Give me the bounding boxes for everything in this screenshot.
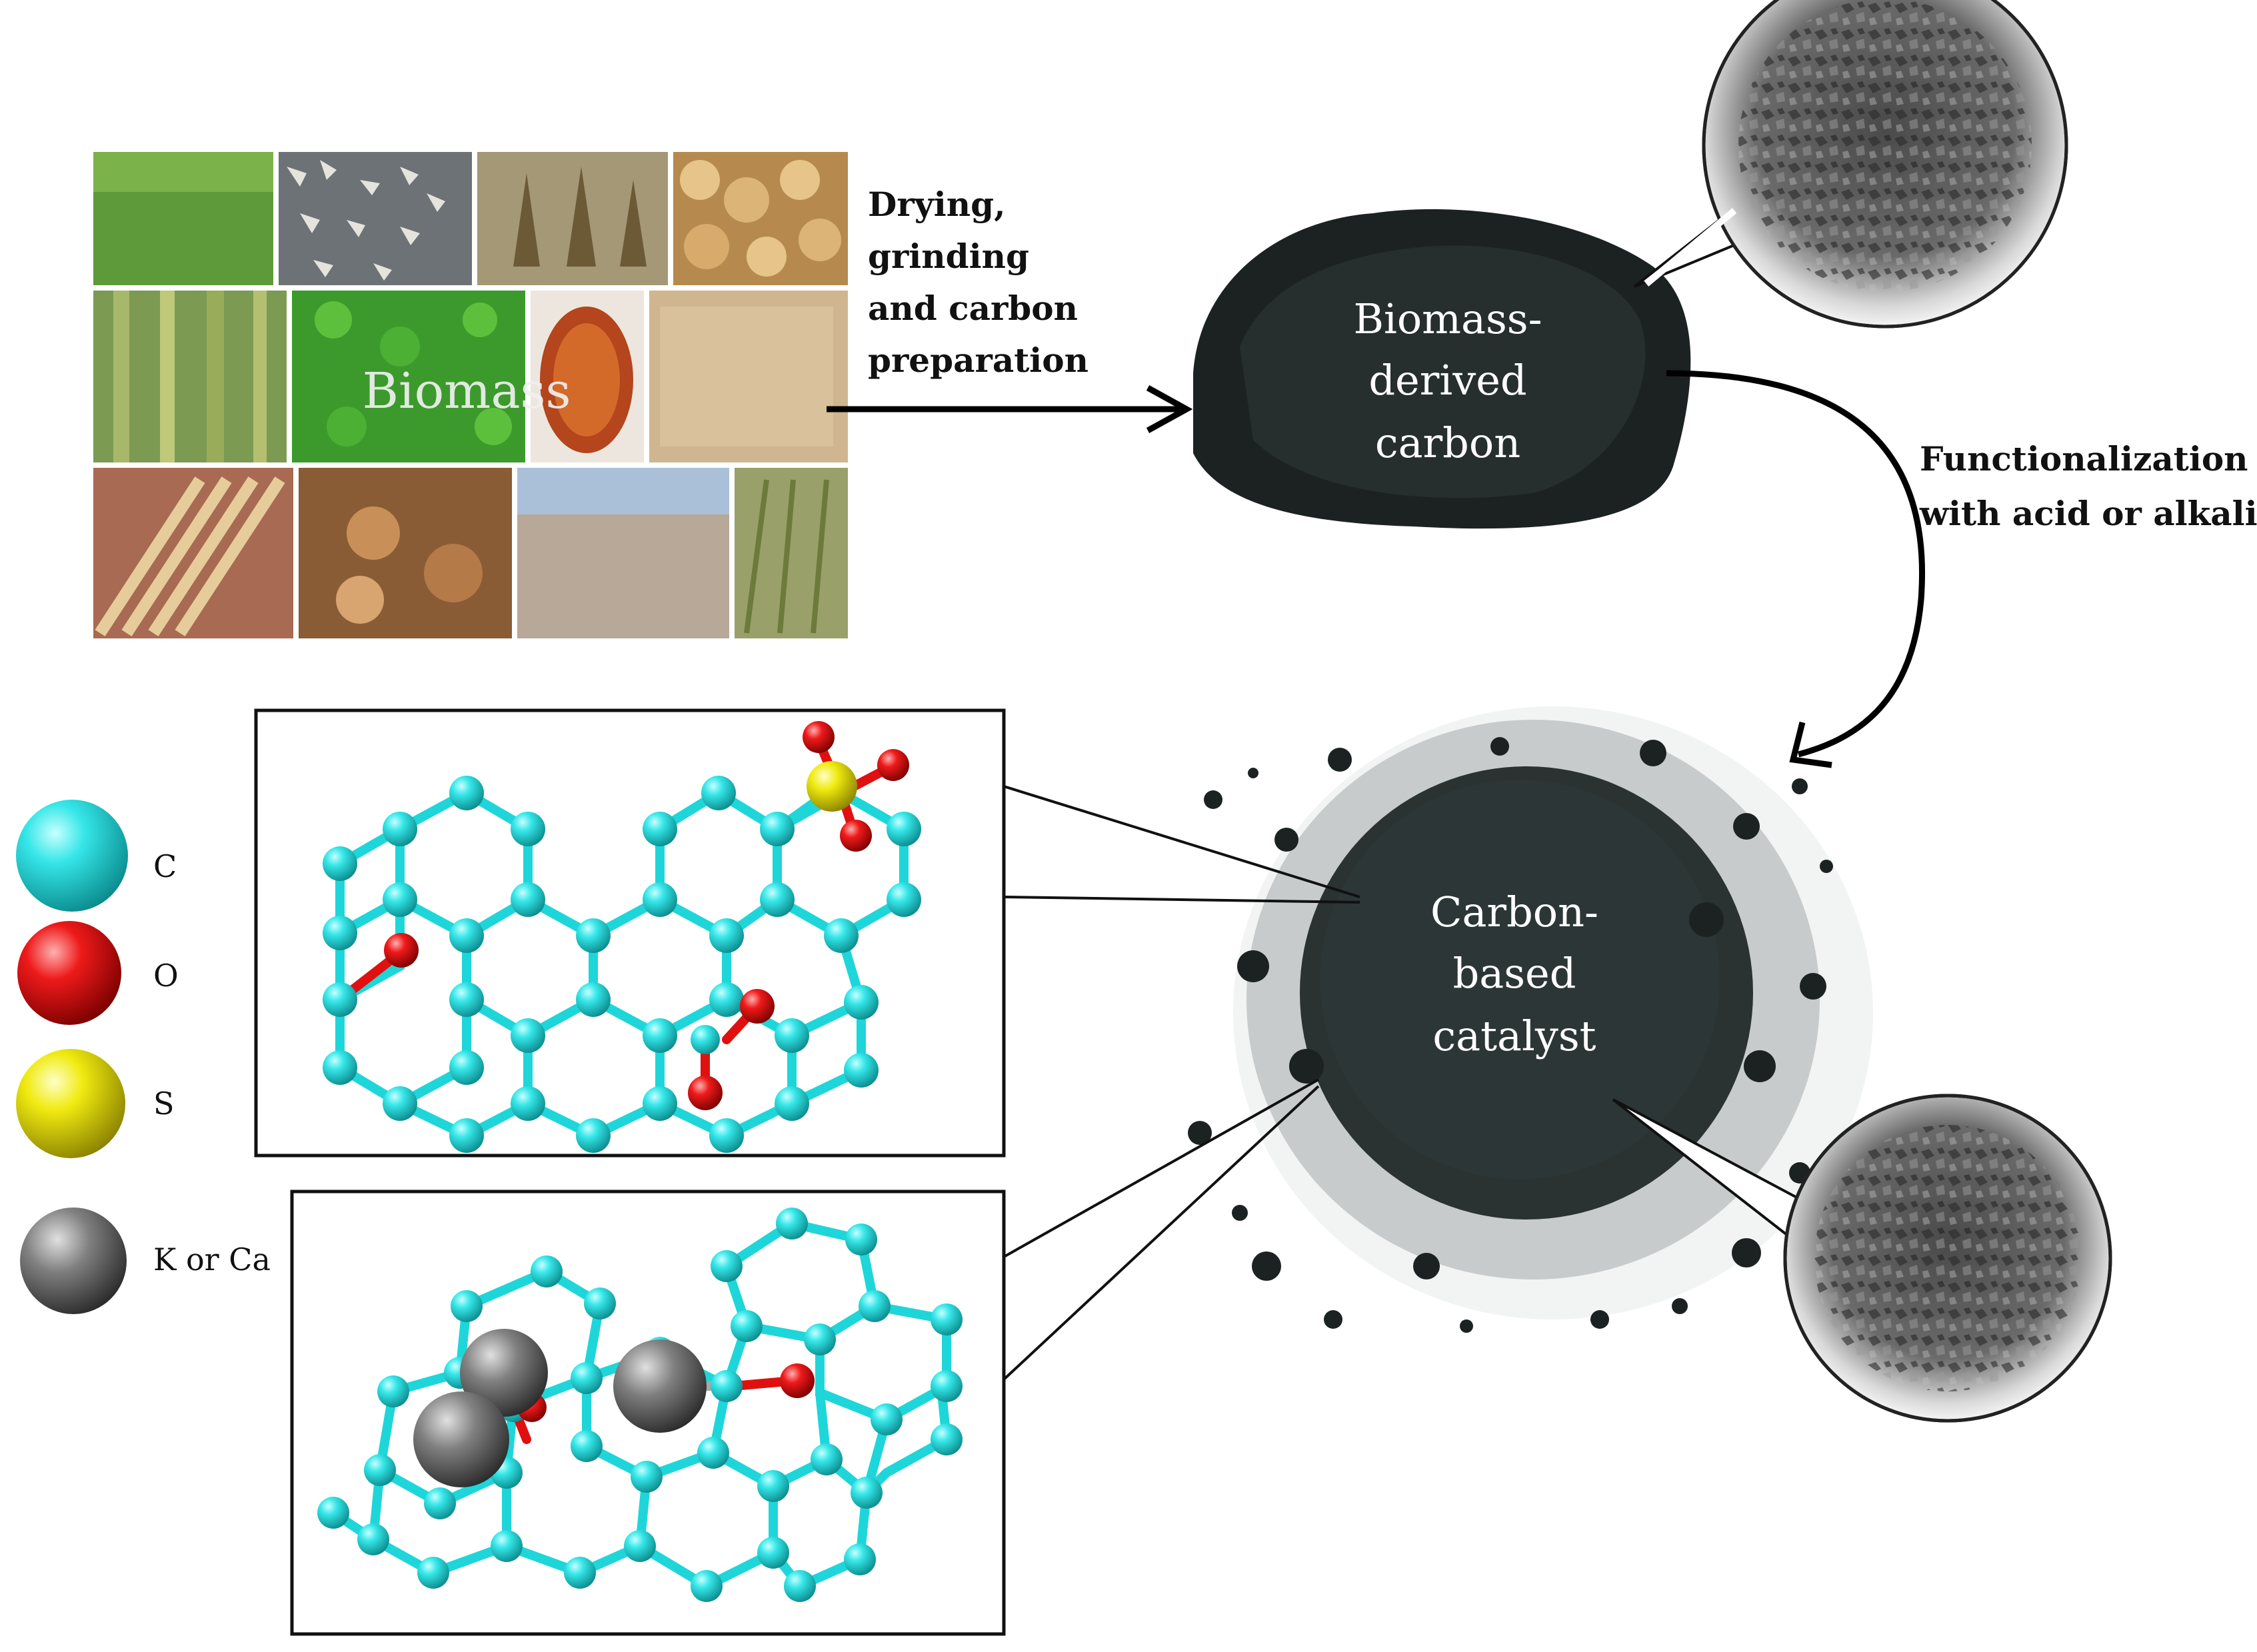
step1-line1: Drying, bbox=[868, 185, 1005, 224]
legend-label-k-ca: K or Ca bbox=[153, 1241, 271, 1277]
step2-line2: with acid or alkali bbox=[1919, 494, 2257, 533]
biomass-collage: Biomass bbox=[93, 152, 848, 638]
arrow-to-carbon bbox=[827, 385, 1193, 433]
legend-item-sulfur: S bbox=[16, 1049, 175, 1158]
alkali-carbon-atoms bbox=[317, 1208, 963, 1602]
photo-coconut-shells bbox=[299, 468, 512, 638]
photo-rice-husk bbox=[649, 291, 848, 462]
alkali-oxygen-atoms bbox=[517, 1363, 815, 1422]
photo-grass-field bbox=[93, 152, 273, 285]
acid-sulfur-atom bbox=[807, 761, 857, 812]
sem-image-carbon bbox=[1633, 0, 2068, 329]
legend-item-k-ca: K or Ca bbox=[20, 1208, 271, 1314]
catalyst-label: Carbon- based catalyst bbox=[1430, 888, 1598, 1060]
legend-label-sulfur: S bbox=[153, 1086, 175, 1122]
step1-line2: grinding bbox=[868, 237, 1029, 276]
step2-label: Functionalization with acid or alkali bbox=[1919, 439, 2257, 533]
legend-label-carbon: C bbox=[153, 848, 177, 884]
carbon-line2: derived bbox=[1368, 356, 1526, 405]
carbon-label: Biomass- derived carbon bbox=[1353, 295, 1542, 467]
photo-miscanthus bbox=[735, 468, 848, 638]
molecule-box-acid bbox=[254, 708, 1006, 1158]
arrow-to-catalyst bbox=[1666, 370, 1925, 768]
acid-carbon-atoms bbox=[323, 776, 921, 1153]
photo-bamboo bbox=[93, 291, 287, 462]
photo-sunflower-seeds bbox=[279, 152, 472, 285]
step1-line4: preparation bbox=[868, 341, 1089, 380]
callout-lines bbox=[1003, 785, 1360, 1381]
catalyst-line3: catalyst bbox=[1432, 1012, 1596, 1060]
photo-palm-fruit bbox=[531, 291, 644, 462]
photo-sugarcane bbox=[93, 468, 293, 638]
photo-logs bbox=[673, 152, 848, 285]
legend-item-oxygen: O bbox=[17, 921, 179, 1025]
carbon-powder-pile bbox=[1193, 209, 1691, 529]
photo-cotton-field bbox=[517, 468, 729, 638]
photo-rice-straw bbox=[477, 152, 668, 285]
sem-image-catalyst bbox=[1612, 1094, 2112, 1423]
photo-clover bbox=[292, 291, 525, 462]
legend-item-carbon: C bbox=[16, 800, 177, 912]
carbon-line1: Biomass- bbox=[1353, 295, 1542, 343]
alkali-metal-atoms bbox=[413, 1329, 707, 1487]
step1-line3: and carbon bbox=[868, 289, 1078, 328]
carbon-line3: carbon bbox=[1375, 418, 1520, 467]
catalyst-line2: based bbox=[1453, 949, 1576, 998]
step1-label: Drying, grinding and carbon preparation bbox=[868, 185, 1089, 380]
catalyst-line1: Carbon- bbox=[1430, 888, 1598, 936]
atom-legend: C O S K or Ca bbox=[16, 800, 271, 1314]
biomass-label: Biomass bbox=[363, 363, 571, 420]
molecule-box-alkali bbox=[290, 1190, 1006, 1636]
legend-label-oxygen: O bbox=[153, 958, 179, 994]
step2-line1: Functionalization bbox=[1920, 439, 2248, 478]
acid-oxygen-atoms bbox=[384, 721, 909, 1110]
